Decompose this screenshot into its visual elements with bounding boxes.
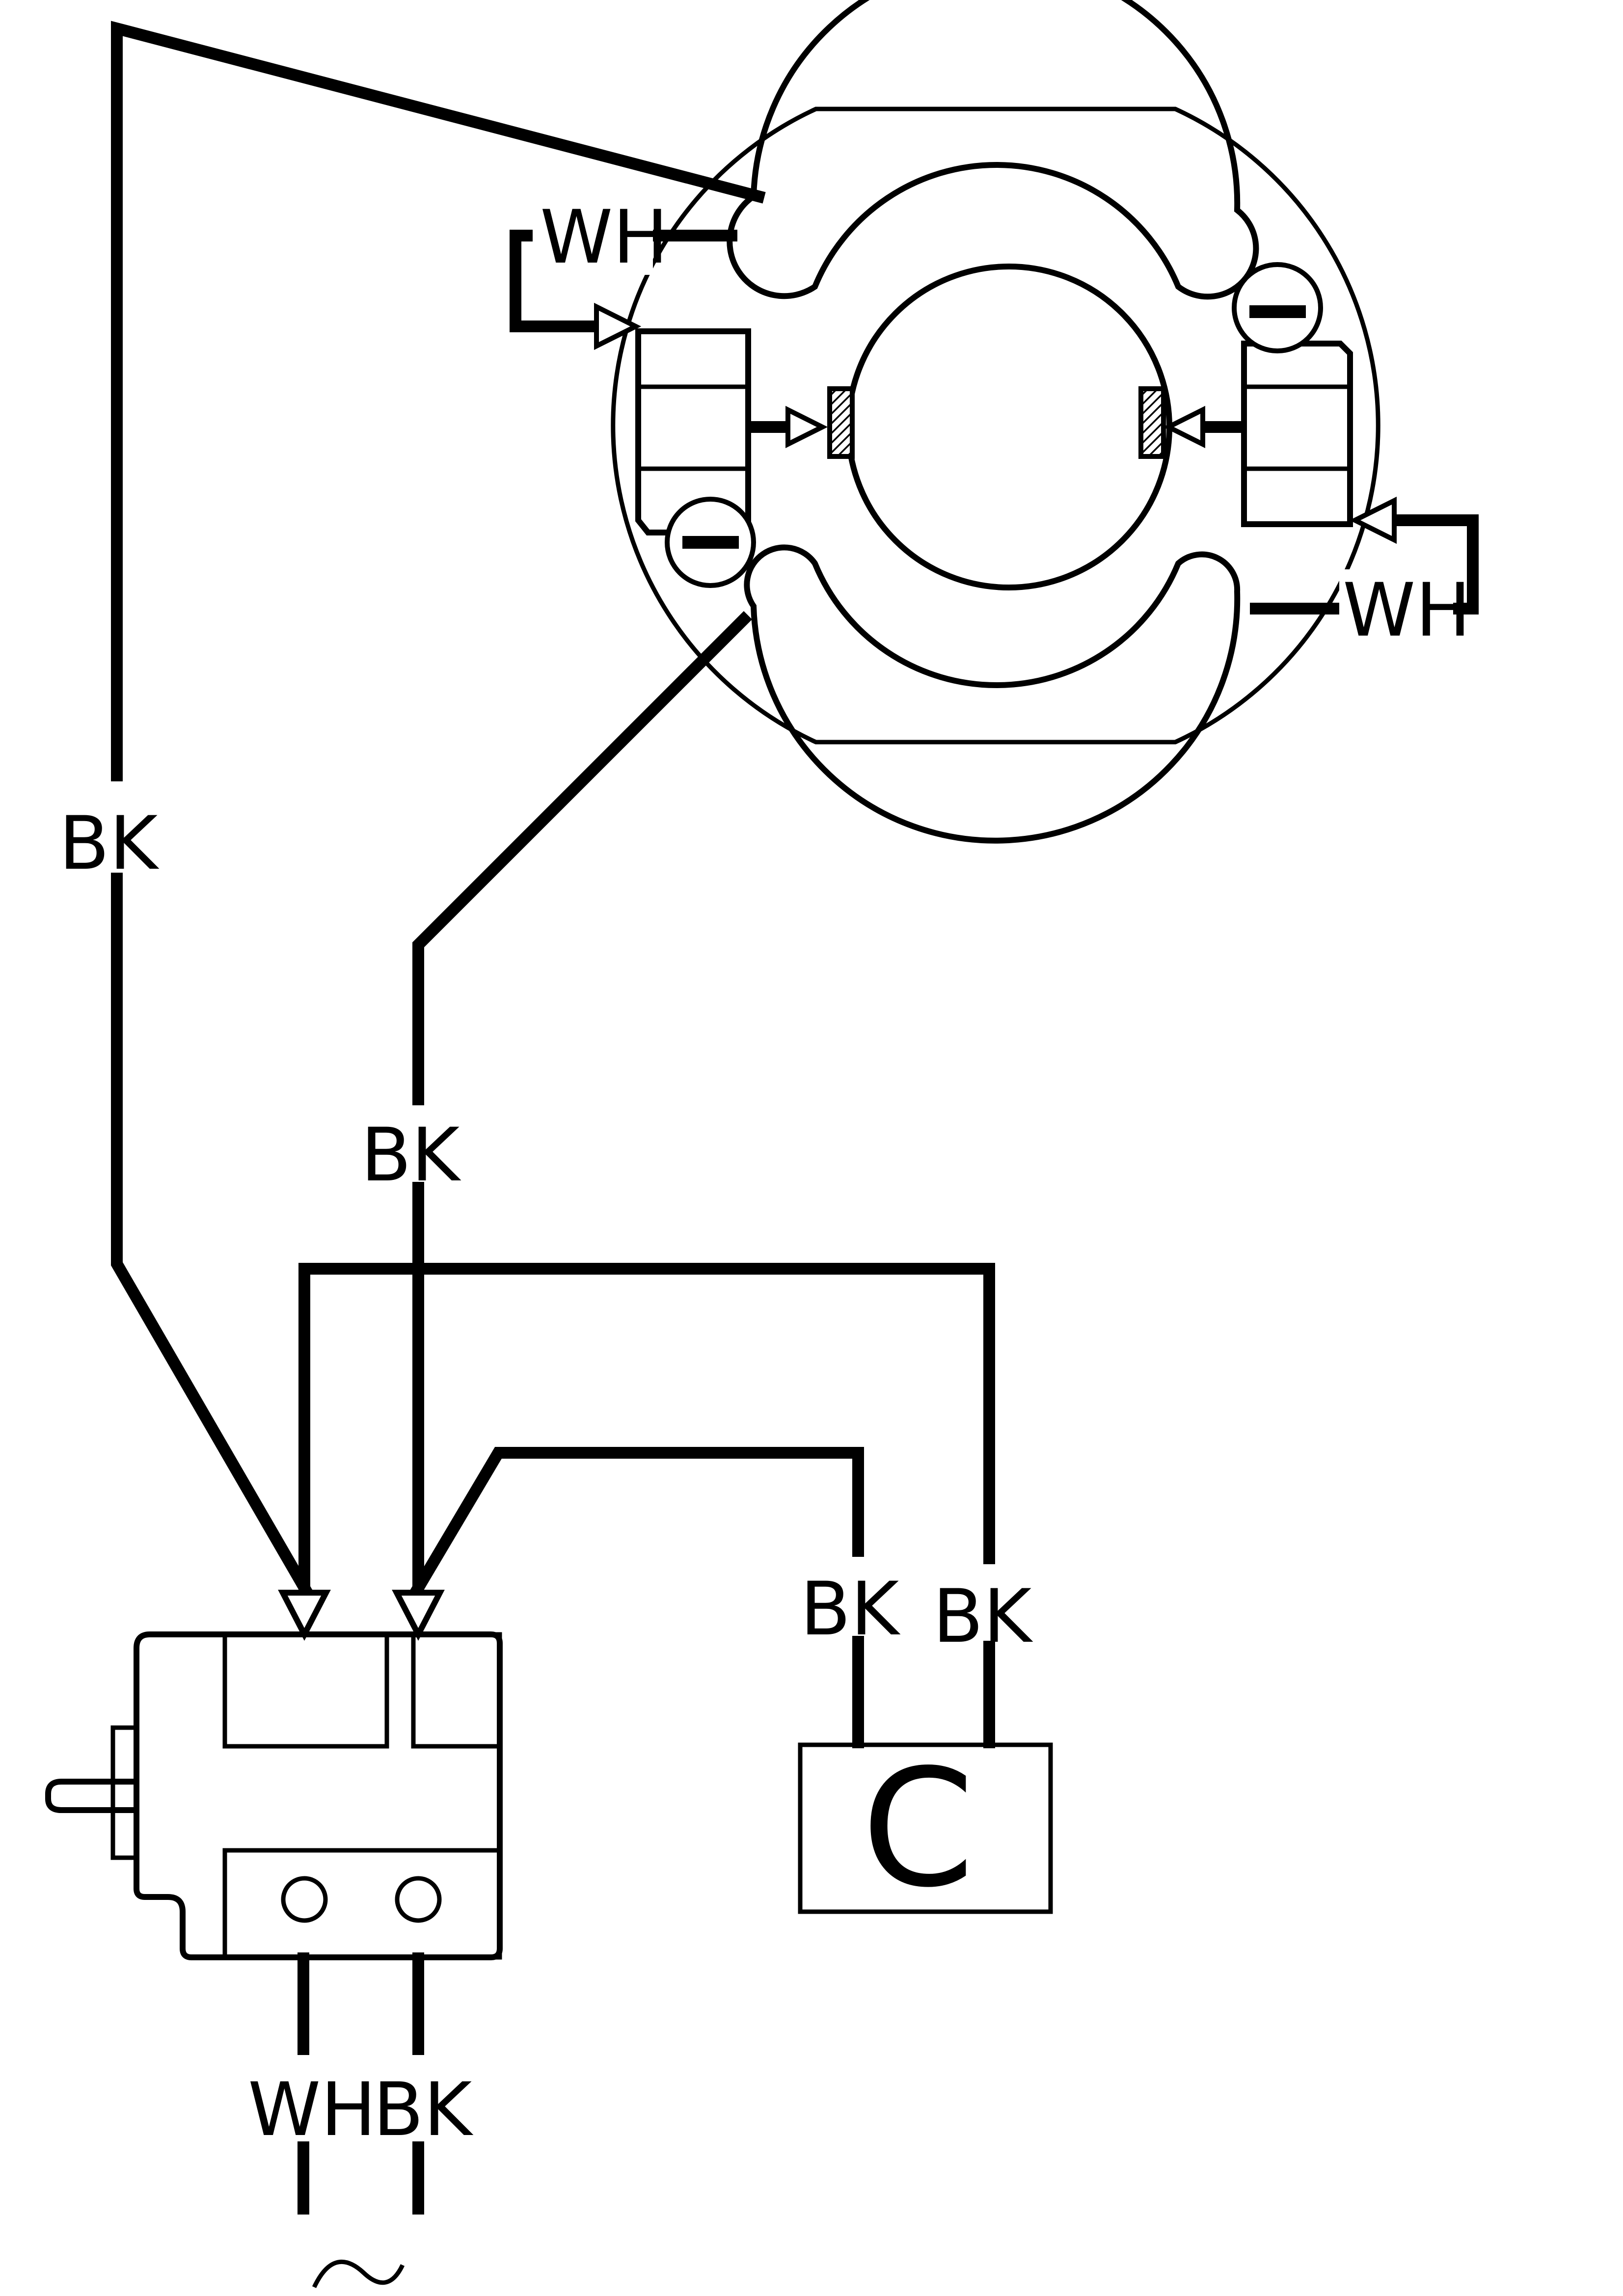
switch-terminal-block-right [411, 1632, 502, 1749]
switch-body [134, 1631, 503, 1960]
capacitor-box [798, 1742, 1053, 1914]
wh-lead-right-arrow [1349, 496, 1397, 544]
motor-housing [611, 107, 1380, 745]
switch-terminal-arrow-right [392, 1590, 445, 1641]
switch-terminal-block-left [222, 1632, 389, 1749]
thermal-protector-right [1232, 262, 1323, 353]
bk-label-middle: BK [361, 1113, 461, 1198]
wh-lead-top-return [510, 230, 610, 332]
wh-label-supply: WH [248, 2067, 376, 2153]
wire-labels: WH WH BK BK BK BK WH BK [59, 195, 1471, 2153]
wh-lead-right-return [1391, 514, 1479, 614]
switch [45, 1631, 503, 1960]
switch-shaft [45, 1779, 136, 1813]
bk-wire-left-lower [111, 873, 313, 1596]
bk-label-capacitor-right: BK [933, 1574, 1033, 1659]
right-brush-holder [1241, 341, 1353, 527]
brush-spring-arrows [750, 405, 1245, 449]
wh-label-right: WH [1343, 568, 1471, 653]
wh-lead-top-arrow [594, 302, 642, 350]
bk-label-left: BK [59, 801, 160, 886]
switch-terminal-arrow-left [278, 1590, 331, 1641]
bk-wire-capacitor-left [410, 1447, 864, 1596]
switch-lower-block [222, 1848, 502, 1960]
wiring [111, 21, 1479, 2215]
bk-label-supply: BK [373, 2067, 474, 2153]
rotor-armature [845, 264, 1172, 590]
thermal-protector-left [665, 497, 756, 588]
right-brush [1138, 386, 1166, 459]
bk-label-capacitor-left: BK [800, 1567, 901, 1652]
switch-screw-left [281, 1876, 328, 1923]
motor [611, 0, 1380, 844]
wh-label-top: WH [540, 195, 668, 280]
bk-wire-middle [412, 611, 752, 1105]
switch-shaft-collar [110, 1725, 139, 1860]
stator-bottom-pole [744, 544, 1241, 844]
left-brush [827, 386, 855, 459]
ac-supply-symbol [312, 2259, 405, 2288]
bk-wire-left [111, 21, 766, 781]
bk-wire-capacitor-right [298, 1263, 995, 1594]
capacitor: C [798, 1735, 1053, 1923]
switch-screw-right [395, 1876, 442, 1923]
capacitor-label: C [862, 1735, 974, 1923]
stator-top-pole [727, 0, 1259, 300]
